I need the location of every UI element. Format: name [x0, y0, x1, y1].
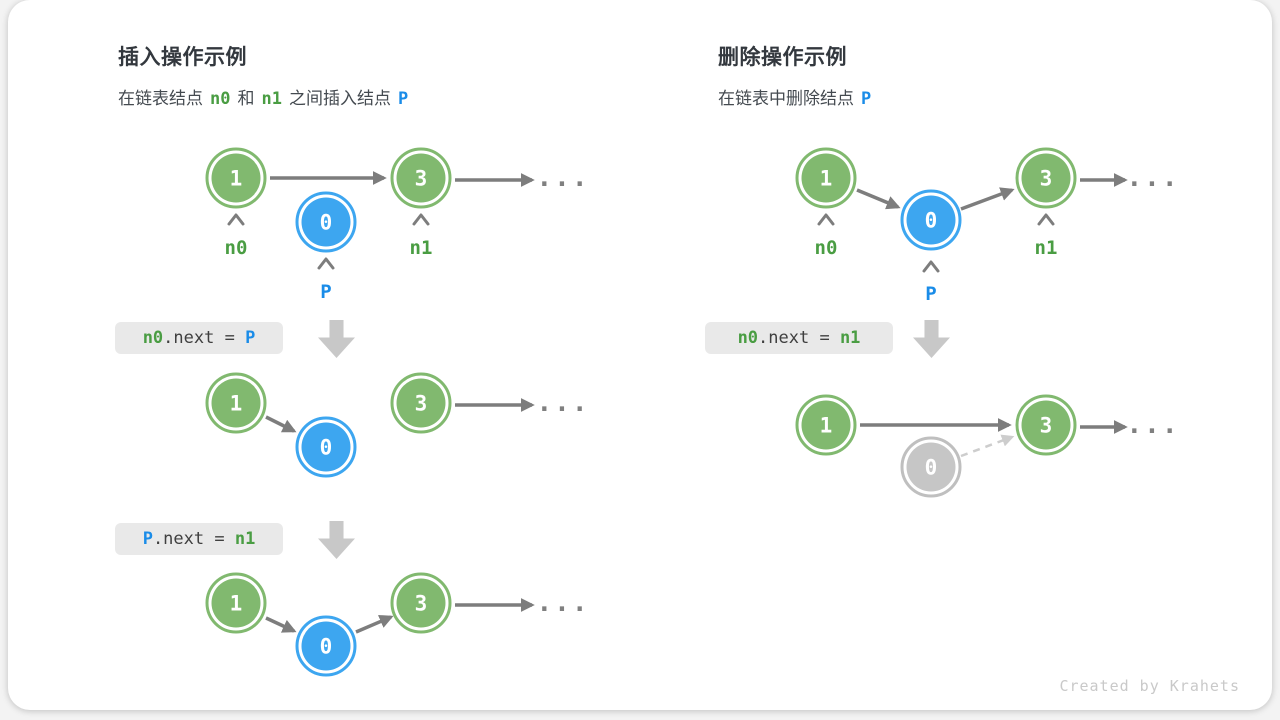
node-circle	[396, 378, 446, 428]
code-op: .next =	[163, 328, 246, 348]
node-circle	[396, 578, 446, 628]
svg-marker-defs	[0, 0, 1, 1]
label-p: P	[320, 281, 331, 303]
caret-up-icon	[1037, 213, 1055, 226]
svg-text:1: 1	[820, 414, 833, 438]
caret-up-icon	[817, 213, 835, 226]
code-rhs: n1	[234, 529, 256, 549]
node-circle	[211, 378, 261, 428]
insert-diagram-initial: ... 1 3 0 n0 n1 P	[205, 147, 590, 303]
node-1: 1	[205, 372, 267, 434]
svg-text:3: 3	[1040, 167, 1053, 191]
svg-text:1: 1	[230, 592, 243, 616]
pointer-arrow	[856, 188, 901, 210]
caret-up-icon	[227, 213, 245, 226]
subtitle-text: 之间插入结点	[288, 89, 391, 108]
token-n0: n0	[210, 89, 231, 109]
watermark: Created by Krahets	[1059, 677, 1240, 695]
svg-text:1: 1	[230, 392, 243, 416]
node-3: 3	[390, 372, 452, 434]
node-circle	[906, 195, 956, 245]
node-3: 3	[1015, 394, 1077, 456]
insert-subtitle: 在链表结点 n0 和 n1 之间插入结点 P	[118, 84, 415, 109]
token-p: P	[861, 89, 872, 109]
ellipsis: ...	[537, 163, 590, 193]
node-circle	[211, 578, 261, 628]
delete-diagram-final: ... 1 3 0	[795, 394, 1180, 498]
svg-text:1: 1	[230, 167, 243, 191]
node-3: 3	[390, 147, 452, 209]
pointer-arrow	[265, 616, 297, 633]
code-lhs: P	[142, 529, 153, 549]
pointer-arrow	[960, 187, 1015, 211]
svg-text:0: 0	[925, 456, 938, 480]
node-circle	[906, 442, 956, 492]
delete-title: 删除操作示例	[718, 46, 847, 69]
node-p-removed: 0	[900, 436, 962, 498]
node-p: 0	[900, 189, 962, 251]
node-circle	[1021, 153, 1071, 203]
node-1: 1	[205, 572, 267, 634]
svg-text:0: 0	[320, 211, 333, 235]
label-n1: n1	[410, 237, 433, 259]
code-n0-next-p: n0.next = P	[115, 322, 283, 354]
svg-text:3: 3	[415, 167, 428, 191]
insert-diagram-final: ... 1 3 0	[205, 572, 590, 677]
node-3: 3	[1015, 147, 1077, 209]
token-p: P	[397, 89, 409, 109]
label-n0: n0	[225, 237, 248, 259]
delete-diagram-initial: ... 1 3 0 n0 n1 P	[795, 147, 1180, 305]
node-circle	[211, 153, 261, 203]
svg-text:3: 3	[415, 592, 428, 616]
pointer-arrow	[355, 614, 394, 634]
svg-text:1: 1	[820, 167, 833, 191]
subtitle-text: 在链表中删除结点	[718, 89, 854, 108]
node-circle	[396, 153, 446, 203]
node-1: 1	[795, 147, 857, 209]
token-n1: n1	[261, 89, 282, 109]
label-n0: n0	[815, 237, 838, 259]
ellipsis: ...	[537, 588, 590, 618]
subtitle-text: 在链表结点	[118, 89, 203, 108]
code-n0-next-n1: n0.next = n1	[705, 322, 893, 354]
node-p: 0	[295, 416, 357, 478]
node-circle	[301, 197, 351, 247]
svg-text:3: 3	[415, 392, 428, 416]
svg-text:0: 0	[925, 209, 938, 233]
node-circle	[1021, 400, 1071, 450]
node-p: 0	[295, 191, 357, 253]
pointer-arrow	[265, 415, 297, 433]
caret-up-icon	[922, 260, 940, 273]
ellipsis: ...	[537, 388, 590, 418]
code-lhs: n0	[737, 328, 759, 348]
node-3: 3	[390, 572, 452, 634]
node-circle	[801, 400, 851, 450]
svg-text:0: 0	[320, 436, 333, 460]
delete-subtitle: 在链表中删除结点 P	[718, 84, 878, 109]
code-op: .next =	[152, 529, 235, 549]
node-p: 0	[295, 615, 357, 677]
label-p: P	[925, 283, 936, 305]
insert-diagram-step1: ... 1 3 0	[205, 372, 590, 478]
svg-text:3: 3	[1040, 414, 1053, 438]
dashed-pointer-arrow	[960, 434, 1015, 458]
node-circle	[301, 621, 351, 671]
code-p-next-n1: P.next = n1	[115, 523, 283, 555]
node-1: 1	[795, 394, 857, 456]
subtitle-text: 和	[237, 89, 255, 108]
code-op: .next =	[758, 328, 840, 348]
insert-title: 插入操作示例	[118, 46, 247, 69]
svg-text:0: 0	[320, 635, 333, 659]
node-1: 1	[205, 147, 267, 209]
code-rhs: n1	[839, 328, 861, 348]
code-lhs: n0	[142, 328, 164, 348]
node-circle	[301, 422, 351, 472]
caret-up-icon	[412, 213, 430, 226]
caret-up-icon	[317, 257, 335, 270]
label-n1: n1	[1035, 237, 1058, 259]
ellipsis: ...	[1127, 163, 1180, 193]
node-circle	[801, 153, 851, 203]
code-rhs: P	[245, 328, 256, 348]
ellipsis: ...	[1127, 410, 1180, 440]
